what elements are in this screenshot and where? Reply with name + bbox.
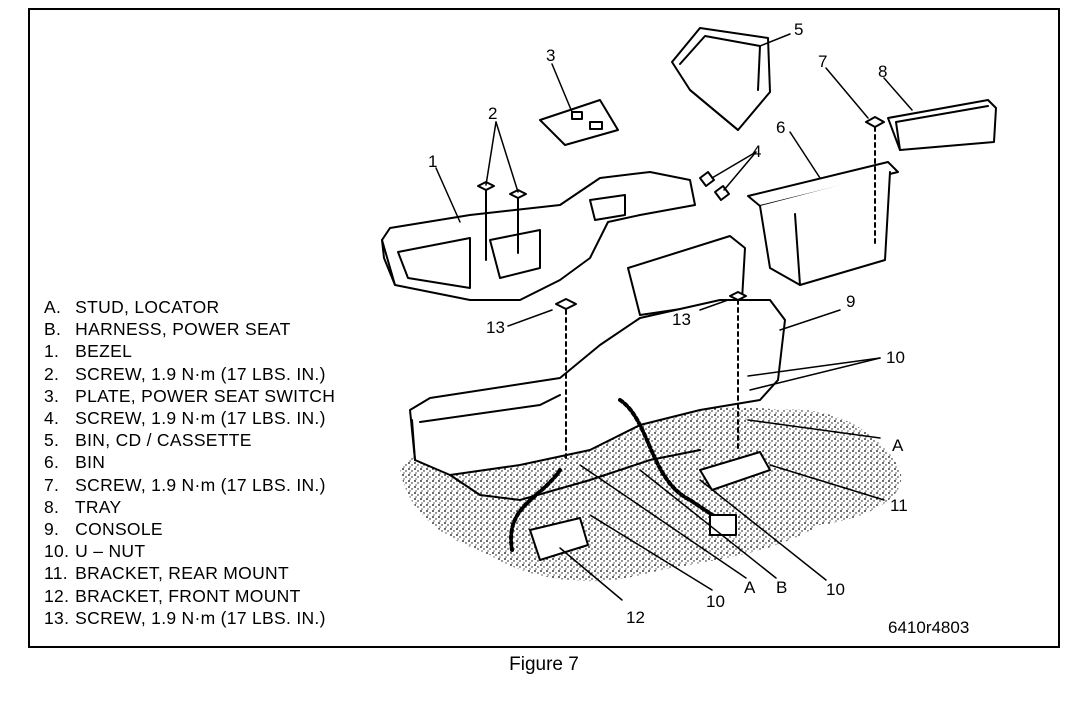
figure-caption: Figure 7 [509, 654, 579, 675]
callout-10: 10 [886, 348, 905, 367]
console [409, 235, 786, 501]
callout-A: A [744, 578, 756, 597]
bin [747, 161, 899, 286]
diagram-frame [28, 8, 1060, 648]
legend-item: 11. BRACKET, REAR MOUNT [44, 563, 289, 584]
cd-cassette-bin [671, 27, 771, 131]
legend-item: 7. SCREW, 1.9 N·m (17 LBS. IN.) [44, 474, 326, 495]
callout-9: 9 [846, 292, 856, 311]
callout-12: 12 [626, 608, 645, 627]
legend-item: 8. TRAY [44, 496, 122, 517]
legend-item: 10. U – NUT [44, 541, 146, 562]
screw-13 [555, 298, 577, 310]
legend-item: B. HARNESS, POWER SEAT [44, 319, 291, 340]
legend-item: 1. BEZEL [44, 341, 133, 362]
legend-item: 2. SCREW, 1.9 N·m (17 LBS. IN.) [44, 363, 326, 384]
callout-10: 10 [706, 592, 725, 611]
legend-item: 12. BRACKET, FRONT MOUNT [44, 585, 301, 606]
legend-item: 3. PLATE, POWER SEAT SWITCH [44, 385, 336, 406]
callout-1: 1 [428, 152, 438, 171]
bezel [381, 171, 696, 301]
callout-3: 3 [546, 46, 556, 65]
legend-item: 13. SCREW, 1.9 N·m (17 LBS. IN.) [44, 607, 326, 628]
legend-item: A. STUD, LOCATOR [44, 297, 220, 317]
switch-plate [539, 99, 619, 146]
rear-mount-bracket [699, 451, 771, 491]
callout-B: B [776, 578, 788, 597]
screw-7 [865, 116, 885, 128]
callout-6: 6 [776, 118, 786, 137]
screws-4 [699, 171, 730, 201]
callout-8: 8 [878, 62, 888, 81]
callout-13: 13 [486, 318, 505, 337]
legend-item: 5. BIN, CD / CASSETTE [44, 430, 252, 451]
legend-item: 6. BIN [44, 452, 106, 473]
screws-2 [477, 181, 527, 261]
power-seat-harness [509, 398, 722, 552]
tray [887, 99, 997, 151]
front-mount-bracket [529, 517, 589, 561]
callout-5: 5 [794, 20, 804, 39]
legend-item: 9. CONSOLE [44, 519, 163, 540]
callout-11: 11 [890, 496, 908, 515]
callout-10: 10 [826, 580, 845, 599]
legend-item: 4. SCREW, 1.9 N·m (17 LBS. IN.) [44, 408, 326, 429]
drawing-id: 6410r4803 [888, 618, 970, 637]
callout-4: 4 [752, 142, 762, 161]
callout-7: 7 [818, 52, 828, 71]
parts-legend: A. STUD, LOCATOR B. HARNESS, POWER SEAT … [44, 296, 335, 629]
callout-2: 2 [488, 104, 498, 123]
leader-lines [435, 33, 913, 601]
callout-A: A [892, 436, 904, 455]
callout-13: 13 [672, 310, 691, 329]
